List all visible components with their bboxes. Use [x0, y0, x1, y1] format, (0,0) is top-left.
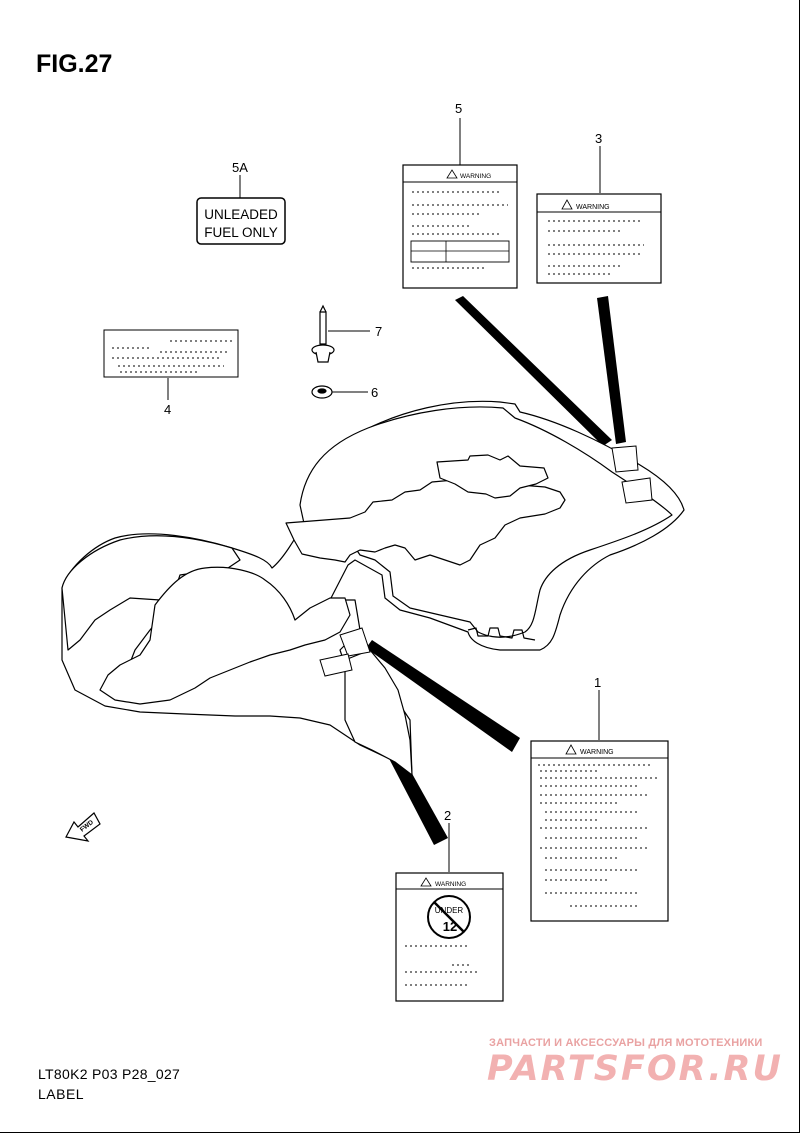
front-fender-outline — [61, 400, 685, 776]
callout-5: 5 — [455, 101, 462, 116]
label-2-fine-print — [405, 945, 480, 986]
label-5a-border — [196, 197, 286, 245]
warning-triangle-icon — [565, 744, 577, 755]
label-1-fine-print — [538, 764, 660, 907]
label-5-fine-print — [412, 191, 508, 269]
watermark-logo: PARTSFOR.RU — [487, 1049, 783, 1089]
part-6-nut — [311, 385, 333, 399]
no-under-age-icon: UNDER 12 — [427, 895, 471, 939]
label-1-warning: WARNING — [530, 740, 669, 922]
pointer-wedge-3 — [597, 296, 626, 444]
label-3-border — [536, 193, 662, 284]
pointer-wedge-1 — [366, 640, 520, 752]
label-3-warning: WARNING — [536, 193, 662, 284]
label-4-fine-print — [112, 340, 232, 373]
callout-7: 7 — [375, 324, 382, 339]
label-5a-line1: UNLEADED — [204, 207, 278, 222]
label-1-warning-text: WARNING — [580, 749, 614, 756]
label-5-warning-text: WARNING — [460, 173, 491, 180]
callout-1: 1 — [594, 675, 601, 690]
callout-3: 3 — [595, 131, 602, 146]
label-4-border — [103, 329, 239, 378]
callout-numbers: 5 3 5A 4 7 6 1 2 — [164, 101, 602, 823]
label-5-warning: WARNING — [402, 164, 518, 289]
fender-tank-recess — [436, 454, 549, 499]
section-name: LABEL — [38, 1086, 85, 1102]
decal-location-2 — [319, 653, 353, 677]
forward-arrow: FWD — [65, 812, 101, 842]
warning-triangle-icon — [446, 169, 458, 179]
rivet-pin — [319, 311, 327, 345]
model-code: LT80K2 P03 P28_027 — [38, 1066, 181, 1082]
forward-arrow-icon — [65, 812, 101, 842]
label-1-border — [530, 740, 669, 922]
decal-location-3 — [621, 477, 653, 504]
callout-4: 4 — [164, 402, 171, 417]
label-5a-unleaded-fuel: UNLEADED FUEL ONLY — [196, 197, 286, 245]
fender-mounting-tabs — [467, 627, 536, 641]
decal-location-5 — [611, 445, 639, 473]
label-5a-line2: FUEL ONLY — [204, 225, 278, 240]
part-7-rivet — [311, 304, 335, 363]
fender-front-flare — [344, 649, 413, 776]
rivet-body — [315, 351, 331, 363]
pointer-wedges — [344, 296, 626, 845]
label-4 — [103, 329, 239, 378]
no-under-age-text: UNDER — [435, 906, 464, 915]
callout-2: 2 — [444, 808, 451, 823]
warning-triangle-icon — [420, 877, 432, 887]
pointer-wedge-5 — [455, 296, 612, 446]
no-under-age-number: 12 — [443, 919, 457, 934]
warning-triangle-icon — [561, 199, 573, 210]
label-3-warning-text: WARNING — [576, 204, 610, 211]
callout-6: 6 — [371, 385, 378, 400]
callout-5a: 5A — [232, 160, 248, 175]
label-5-table — [410, 240, 510, 263]
label-2-warning-text: WARNING — [435, 881, 466, 888]
label-5-border — [402, 164, 518, 289]
leader-lines — [167, 118, 601, 872]
watermark-tagline: ЗАПЧАСТИ И АКСЕССУАРЫ ДЛЯ МОТОТЕХНИКИ — [489, 1037, 763, 1049]
fender-side-cowl — [99, 566, 351, 705]
label-2-warning: WARNING UNDER 12 — [395, 872, 504, 1002]
decal-locations — [319, 445, 653, 677]
figure-title: FIG.27 — [36, 50, 113, 78]
fender-raised-panel — [285, 479, 566, 566]
label-3-fine-print — [548, 220, 644, 275]
decal-location-1 — [339, 627, 371, 657]
